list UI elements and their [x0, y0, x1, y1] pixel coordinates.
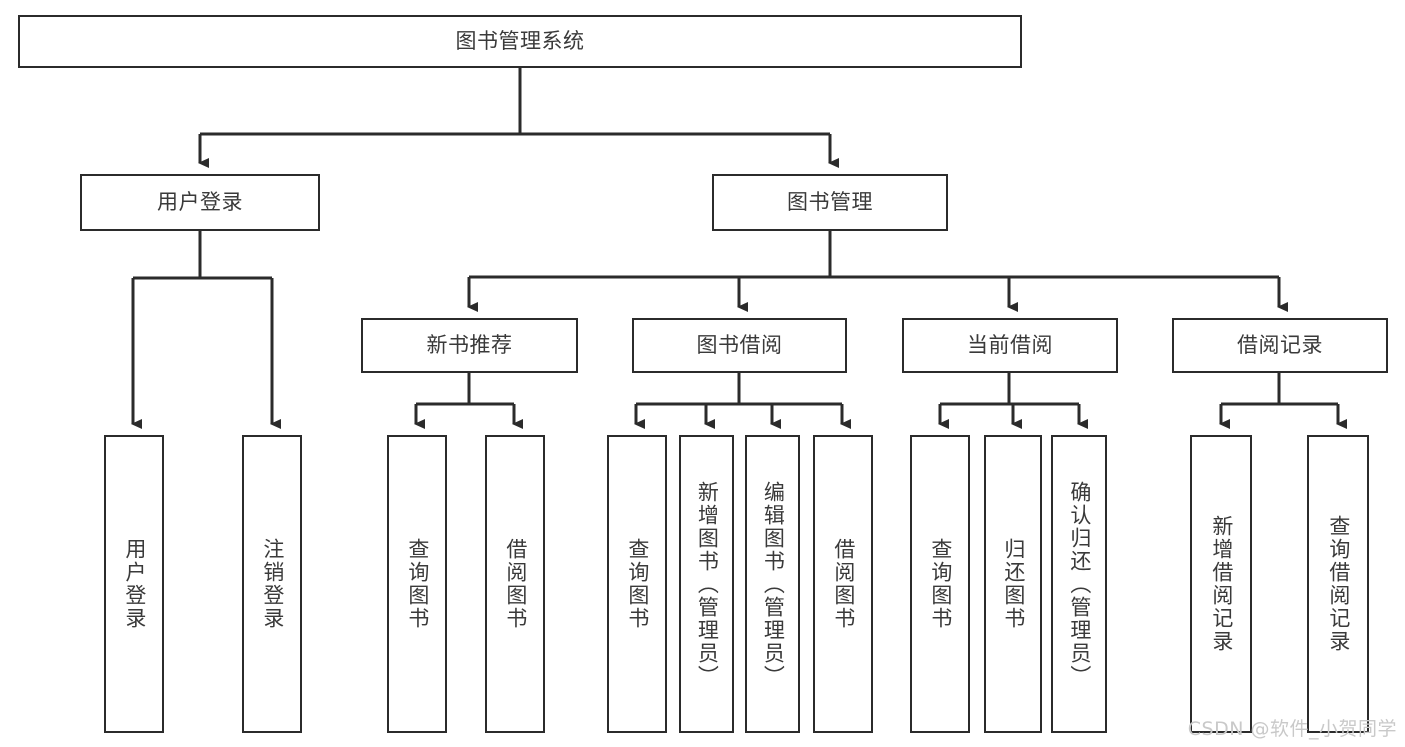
- node-level2-1[interactable]: 图书借阅: [632, 318, 847, 373]
- node-leaf-9[interactable]: 归还图书: [984, 435, 1042, 733]
- node-leaf-3[interactable]: 借阅图书: [485, 435, 545, 733]
- node-level2-0[interactable]: 新书推荐: [361, 318, 578, 373]
- csdn-watermark: CSDN @软件_小贺同学: [1187, 718, 1397, 740]
- node-level2-0-label: 新书推荐: [426, 333, 513, 357]
- node-leaf-4-label: 查询图书: [625, 538, 650, 630]
- node-leaf-5[interactable]: 新增图书（管理员）: [679, 435, 734, 733]
- node-root[interactable]: 图书管理系统: [18, 15, 1022, 68]
- node-leaf-3-label: 借阅图书: [503, 538, 528, 630]
- node-leaf-4[interactable]: 查询图书: [607, 435, 667, 733]
- node-level1-1-label: 图书管理: [787, 190, 873, 214]
- node-leaf-6[interactable]: 编辑图书（管理员）: [745, 435, 800, 733]
- node-level1-0-label: 用户登录: [157, 190, 243, 214]
- node-leaf-5-label: 新增图书（管理员）: [695, 480, 720, 688]
- node-level1-0[interactable]: 用户登录: [80, 174, 320, 231]
- node-level2-3-label: 借阅记录: [1237, 333, 1323, 357]
- node-root-label: 图书管理系统: [455, 29, 585, 53]
- node-leaf-11-label: 新增借阅记录: [1209, 515, 1234, 653]
- node-leaf-6-label: 编辑图书（管理员）: [761, 480, 786, 688]
- node-leaf-7-label: 借阅图书: [831, 538, 856, 630]
- node-leaf-12-label: 查询借阅记录: [1326, 515, 1351, 653]
- node-leaf-11[interactable]: 新增借阅记录: [1190, 435, 1252, 733]
- node-leaf-2-label: 查询图书: [405, 538, 430, 630]
- node-leaf-2[interactable]: 查询图书: [387, 435, 447, 733]
- node-level2-1-label: 图书借阅: [696, 333, 783, 357]
- node-level2-2[interactable]: 当前借阅: [902, 318, 1118, 373]
- node-level2-2-label: 当前借阅: [967, 333, 1053, 357]
- node-leaf-10[interactable]: 确认归还（管理员）: [1051, 435, 1107, 733]
- node-leaf-1-label: 注销登录: [260, 538, 285, 630]
- node-leaf-12[interactable]: 查询借阅记录: [1307, 435, 1369, 733]
- node-leaf-7[interactable]: 借阅图书: [813, 435, 873, 733]
- node-leaf-8[interactable]: 查询图书: [910, 435, 970, 733]
- node-leaf-10-label: 确认归还（管理员）: [1067, 480, 1092, 688]
- node-level1-1[interactable]: 图书管理: [712, 174, 948, 231]
- node-leaf-0-label: 用户登录: [122, 538, 147, 630]
- node-leaf-0[interactable]: 用户登录: [104, 435, 164, 733]
- node-leaf-9-label: 归还图书: [1001, 538, 1026, 630]
- node-leaf-1[interactable]: 注销登录: [242, 435, 302, 733]
- node-leaf-8-label: 查询图书: [928, 538, 953, 630]
- node-level2-3[interactable]: 借阅记录: [1172, 318, 1388, 373]
